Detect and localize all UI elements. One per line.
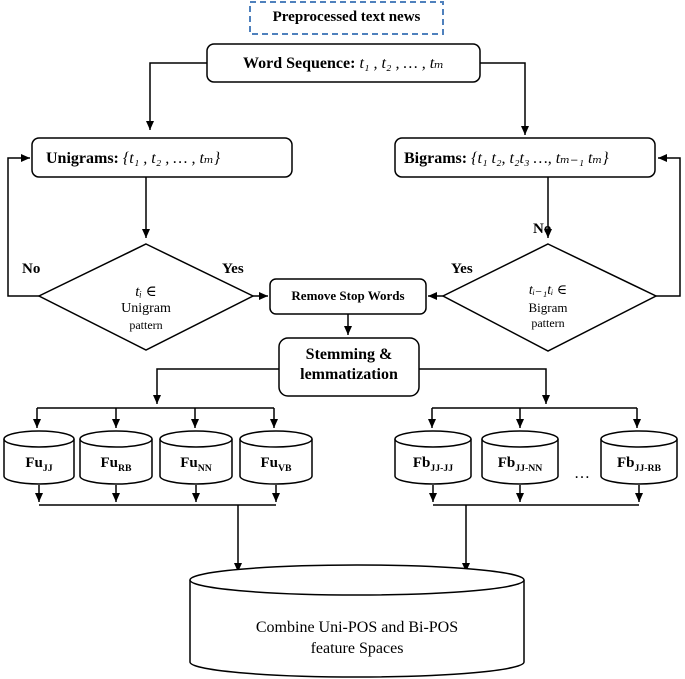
- fu-jj-label: FuJJ: [25, 455, 53, 474]
- bigrams-label: Bigrams: {t₁ t₂, t₂t₃ …, tₘ₋₁ tₘ}: [404, 148, 609, 168]
- decision-unigram-symbol: tᵢ ∈: [135, 284, 157, 300]
- decision-unigram-line2: pattern: [129, 318, 163, 332]
- decision-unigram-line1: Unigram: [121, 301, 171, 316]
- unigrams-title: Unigrams:: [46, 150, 119, 167]
- fu-rb-label: FuRB: [100, 455, 132, 474]
- cylinder-fu-jj: [3, 430, 75, 485]
- arrow-no-loop-left: [7, 154, 39, 297]
- ellipsis-label: …: [574, 465, 590, 482]
- unigrams-box: [31, 137, 293, 178]
- cylinder-fb-jj-jj: [394, 430, 472, 485]
- arrow-word-to-unigrams: [146, 62, 207, 130]
- fb-jj-rb-label: FbJJ-RB: [616, 455, 662, 474]
- label-no-left: No: [22, 261, 41, 277]
- label-yes-right: Yes: [451, 261, 473, 277]
- fb-jj-jj-label: FbJJ-JJ: [412, 455, 454, 474]
- cylinder-fb-jj-rb: [600, 430, 678, 485]
- decision-bigram-line2: pattern: [531, 316, 565, 330]
- cylinder-fu-nn: [159, 430, 233, 485]
- unigrams-formula: {t₁ , t₂ , … , tₘ}: [122, 150, 221, 167]
- fb-jj-nn-label: FbJJ-NN: [497, 455, 543, 474]
- word-sequence-label: Word Sequence: t₁ , t₂ , … , tₘ: [207, 53, 480, 73]
- cylinder-fb-jj-nn: [481, 430, 559, 485]
- arrow-no-loop-right: [656, 154, 681, 297]
- combine-line2: feature Spaces: [310, 640, 404, 657]
- fu-vb-label: FuVB: [260, 455, 292, 474]
- decision-bigram-line1: Bigram: [528, 300, 568, 315]
- stemming-line2: lemmatization: [300, 366, 398, 383]
- cylinder-fu-rb: [79, 430, 153, 485]
- bigrams-box: [394, 137, 656, 178]
- stemming-line1: Stemming &: [305, 346, 393, 363]
- decision-unigram-diamond: [37, 243, 255, 351]
- label-yes-left: Yes: [222, 261, 244, 277]
- header-box: [249, 1, 444, 35]
- combine-cylinder: [189, 564, 525, 678]
- label-no-right: No: [533, 221, 552, 237]
- unigrams-label: Unigrams: {t₁ , t₂ , … , tₘ}: [46, 148, 220, 168]
- line-stemming-right: [419, 368, 550, 404]
- remove-stop-words-label: Remove Stop Words: [291, 288, 405, 303]
- decision-bigram-diamond: [441, 243, 658, 352]
- bigrams-title: Bigrams:: [404, 150, 468, 167]
- arrow-word-to-bigrams: [480, 62, 529, 135]
- decision-bigram-symbol: tᵢ₋₁tᵢ ∈: [528, 283, 568, 298]
- combine-line1: Combine Uni-POS and Bi-POS: [255, 619, 459, 636]
- stemming-box: [278, 337, 420, 397]
- cylinder-fu-vb: [239, 430, 313, 485]
- bigrams-formula: {t₁ t₂, t₂t₃ …, tₘ₋₁ tₘ}: [471, 150, 609, 167]
- fu-nn-label: FuNN: [180, 455, 212, 474]
- header-label: Preprocessed text news: [272, 9, 421, 25]
- word-sequence-formula: t₁ , t₂ , … , tₘ: [359, 55, 444, 72]
- word-sequence-title: Word Sequence:: [243, 55, 356, 72]
- line-stemming-left: [153, 368, 279, 404]
